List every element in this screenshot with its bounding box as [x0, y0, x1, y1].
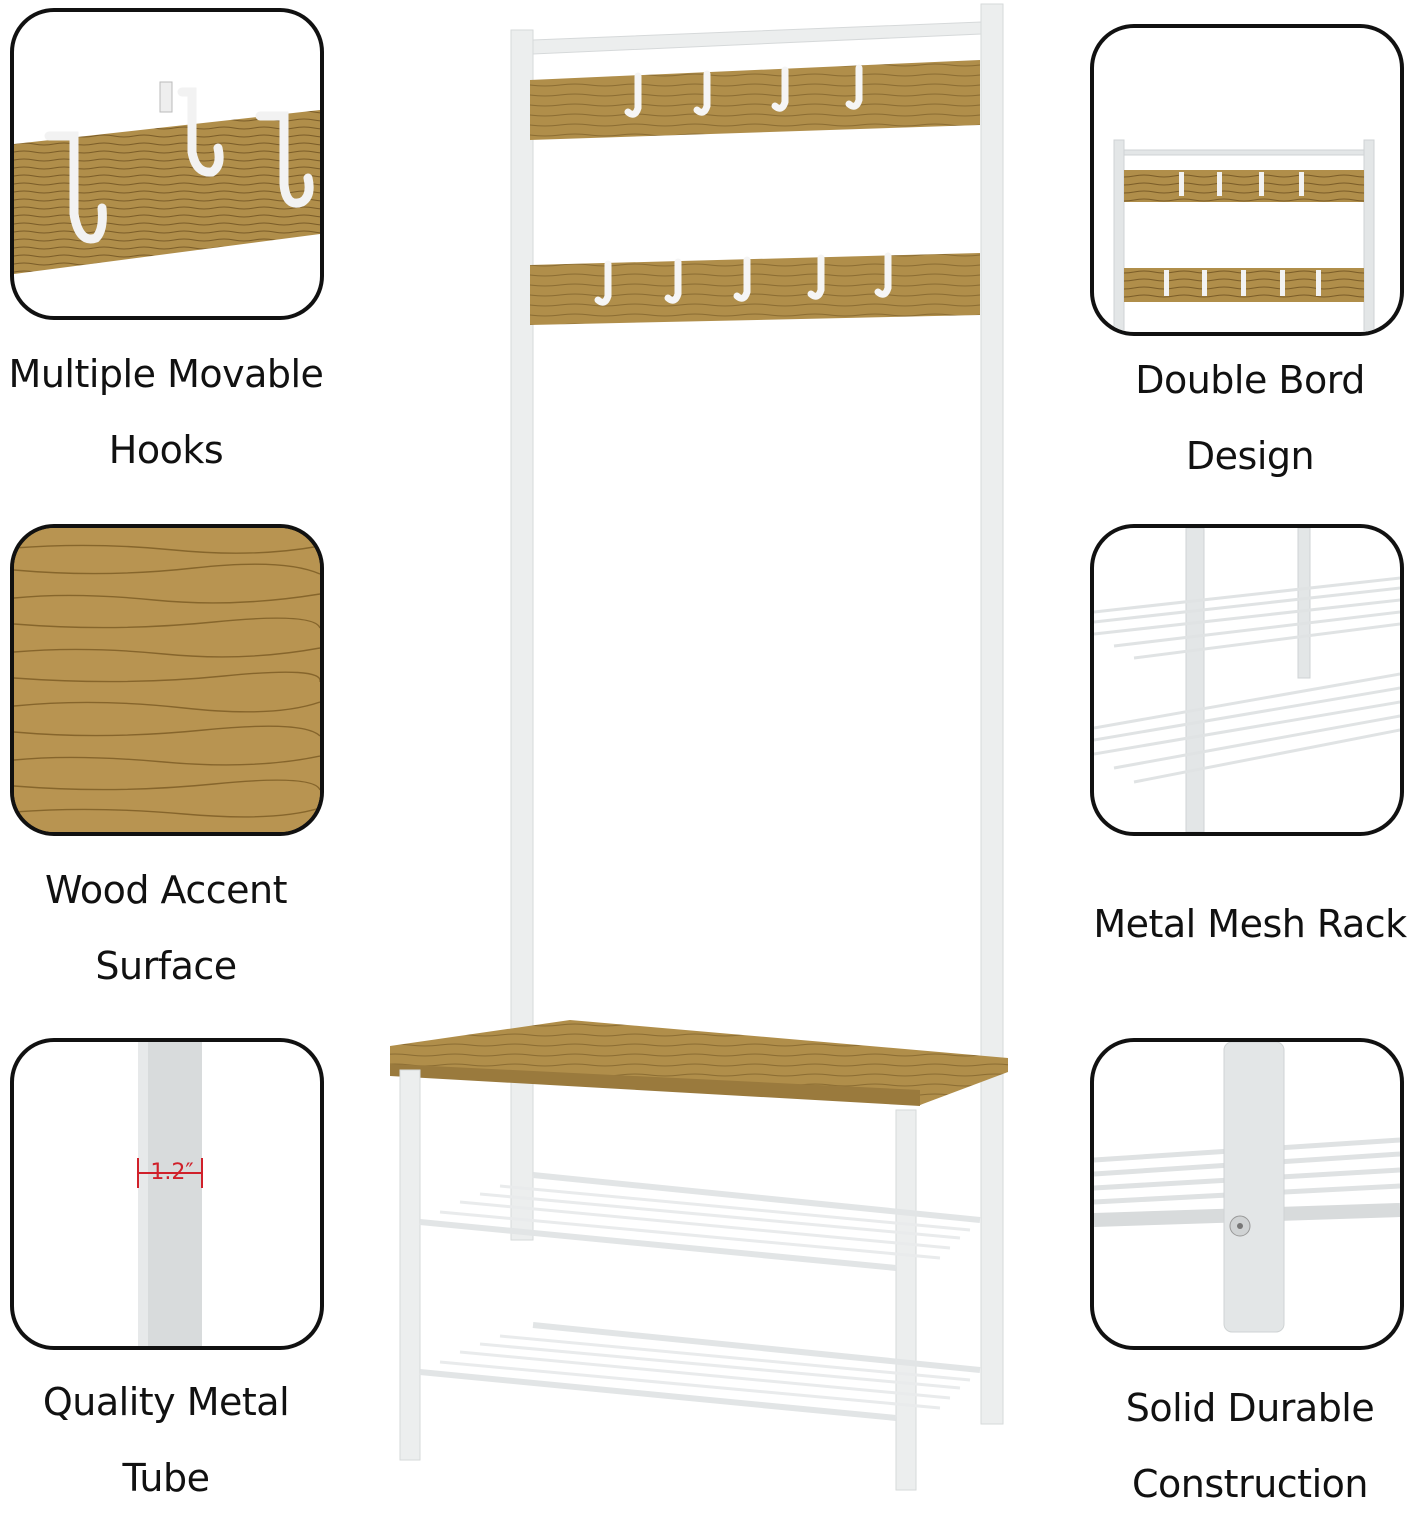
solid-construction-caption: Solid Durable Construction — [1080, 1370, 1414, 1522]
hall-tree-product-illustration — [390, 3, 1008, 1491]
tube-caption: Quality Metal Tube — [0, 1364, 336, 1516]
wood-caption: Wood Accent Surface — [0, 852, 336, 1004]
tube-caption-line1: Quality Metal — [42, 1380, 290, 1424]
solid-construction-caption-line1: Solid Durable — [1125, 1386, 1375, 1430]
tube-feature-card: 1.2″ — [10, 1038, 324, 1350]
solid-construction-illustration — [1094, 1042, 1400, 1333]
mesh-rack-caption-line1: Metal Mesh Rack — [1093, 902, 1407, 946]
hooks-feature-card — [10, 8, 324, 320]
hooks-caption: Multiple Movable Hooks — [0, 336, 336, 488]
wood-caption-line1: Wood Accent — [44, 868, 288, 912]
hooks-caption-line1: Multiple Movable — [8, 352, 324, 396]
mesh-rack-feature-card — [1090, 524, 1404, 836]
wood-grain-texture — [14, 528, 320, 832]
hooks-caption-line2: Hooks — [108, 428, 224, 472]
double-board-caption-line1: Double Bord — [1135, 358, 1365, 402]
tube-caption-line2: Tube — [122, 1456, 210, 1500]
mesh-rack-caption: Metal Mesh Rack — [1080, 886, 1414, 962]
mesh-rack-illustration — [1094, 528, 1400, 832]
double-board-caption-line2: Design — [1185, 434, 1315, 478]
solid-construction-feature-card — [1090, 1038, 1404, 1350]
double-board-feature-card — [1090, 24, 1404, 336]
metal-tube-illustration — [137, 1042, 203, 1346]
double-board-illustration — [1113, 139, 1375, 332]
wood-feature-card — [10, 524, 324, 836]
solid-construction-caption-line2: Construction — [1132, 1462, 1368, 1506]
hooks-closeup-illustration — [14, 81, 320, 274]
tube-dimension-label: 1.2″ — [150, 1160, 194, 1185]
wood-caption-line2: Surface — [95, 944, 237, 988]
double-board-caption: Double Bord Design — [1080, 342, 1414, 494]
